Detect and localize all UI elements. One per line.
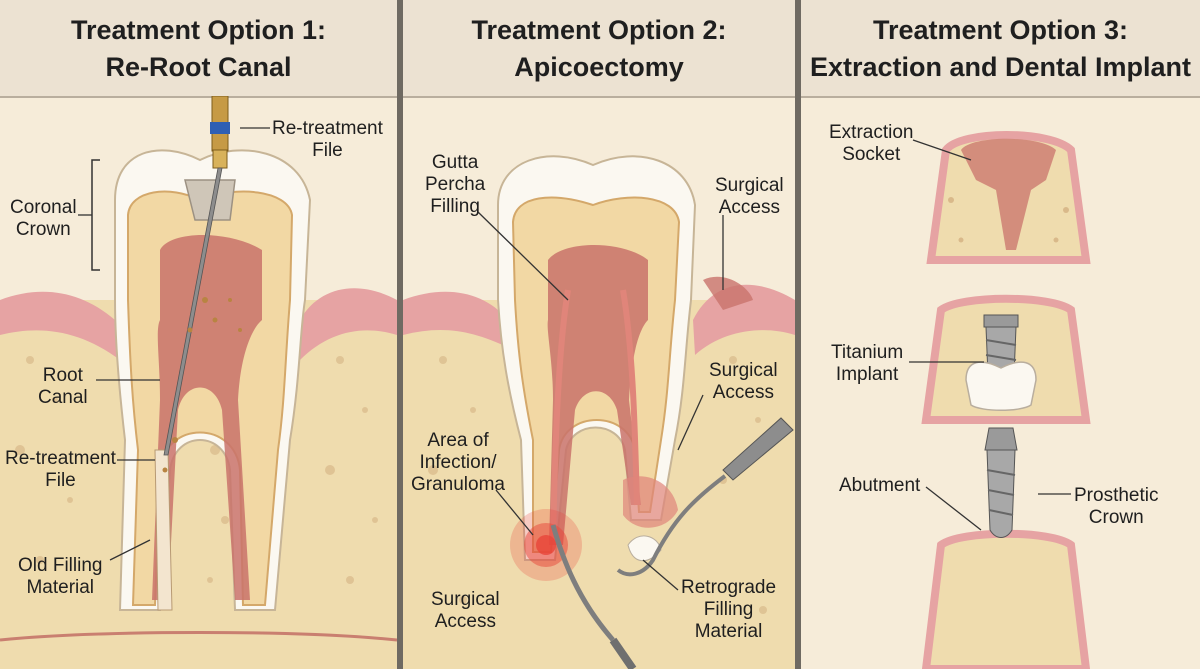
label-line: Canal [38, 387, 88, 408]
panel-title-line2: Apicoectomy [514, 52, 684, 82]
label-area-of-infection: Area of Infection/ Granuloma [411, 430, 505, 496]
label-line: Access [712, 382, 774, 403]
label-line: Extraction [829, 122, 914, 143]
pulp-chamber [547, 245, 648, 545]
label-abutment: Abutment [839, 475, 920, 497]
panel-divider [795, 0, 801, 669]
label-line: Filling [703, 599, 754, 620]
label-surgical-access-bottom: Surgical Access [431, 589, 500, 633]
label-line: Re-treatment [5, 448, 116, 469]
label-line: Access [718, 197, 780, 218]
label-line: Percha [425, 174, 486, 195]
panel-header [403, 0, 795, 98]
extraction-socket-diagram [926, 131, 1091, 264]
re-root-canal-illustration [0, 96, 397, 669]
gum-tissue [403, 291, 513, 350]
label-line: Filling [430, 196, 480, 217]
label-line: Material [26, 577, 95, 598]
label-root-canal: Root Canal [38, 365, 88, 409]
apicoectomy-illustration [403, 155, 795, 669]
implant-abutment [921, 427, 1091, 669]
label-line: Granuloma [411, 474, 505, 495]
coronal-crown-bracket [91, 159, 100, 271]
bone-trabeculae [428, 356, 767, 614]
label-line: File [45, 470, 76, 491]
label-retreatment-file-side: Re-treatment File [5, 448, 116, 492]
leader-lines [477, 211, 724, 591]
canal-debris [162, 297, 242, 473]
panel-apicoectomy: Treatment Option 2: Apicoectomy [403, 0, 795, 669]
resected-root-cavity [623, 476, 678, 528]
panel-title-line2: Extraction and Dental Implant [809, 52, 1192, 82]
label-retrograde-filling-material: Retrograde Filling Material [681, 577, 776, 643]
label-line: Access [434, 611, 496, 632]
label-extraction-socket: Extraction Socket [829, 122, 913, 166]
prosthetic-crown [965, 361, 1037, 411]
label-gutta-percha-filling: Gutta Percha Filling [425, 152, 485, 218]
panel-title-line1: Treatment Option 1: [70, 15, 327, 45]
panel-title-line1: Treatment Option 2: [471, 15, 727, 45]
label-surgical-access-mid: Surgical Access [709, 360, 778, 404]
panel-title-line1: Treatment Option 3: [872, 15, 1129, 45]
label-line: Gutta [431, 152, 479, 173]
label-line: Prosthetic [1074, 485, 1159, 506]
label-line: Crown [1088, 507, 1144, 528]
label-line: Surgical [709, 360, 778, 381]
retrograde-filling [627, 535, 662, 562]
label-old-filling-material: Old Filling Material [18, 555, 102, 599]
label-surgical-access-top: Surgical Access [715, 175, 784, 219]
panel-extraction-implant: Treatment Option 3: Extraction and Denta… [801, 0, 1200, 669]
surgical-flap [703, 276, 753, 310]
leader-lines [909, 139, 1071, 531]
panel-title-line2: Re-Root Canal [105, 52, 292, 82]
extraction-implant-illustration [909, 131, 1091, 669]
label-line: Area of [427, 430, 489, 451]
nerve-line [0, 631, 397, 642]
label-line: Coronal [10, 197, 77, 218]
label-line: File [312, 140, 343, 161]
label-prosthetic-crown: Prosthetic Crown [1074, 485, 1158, 529]
endodontic-file [163, 96, 230, 456]
leader-lines [78, 127, 270, 561]
panel-header [0, 0, 397, 98]
label-line: Surgical [715, 175, 784, 196]
bone-trabeculae [15, 356, 378, 584]
panel-divider [397, 0, 403, 669]
old-filling-material [154, 449, 173, 611]
label-line: Infection/ [419, 452, 497, 473]
label-line: Retrograde [681, 577, 777, 598]
label-line: Surgical [431, 589, 500, 610]
label-line: Implant [835, 364, 899, 385]
gum-tissue-right [300, 288, 397, 360]
gum-tissue [0, 291, 120, 360]
label-coronal-crown: Coronal Crown [10, 197, 77, 241]
label-line: Material [694, 621, 763, 642]
label-line: Abutment [839, 475, 921, 496]
label-line: Titanium [831, 342, 904, 363]
panel-re-root-canal: Treatment Option 1: Re-Root Canal [0, 0, 397, 669]
label-retreatment-file-top: Re-treatment File [272, 118, 383, 162]
label-line: Socket [842, 144, 901, 165]
label-line: Old Filling [18, 555, 103, 576]
label-line: Re-treatment [272, 118, 383, 139]
label-line: Crown [15, 219, 71, 240]
surgical-instrument [550, 417, 794, 669]
pulp-chamber [152, 235, 262, 600]
panel-header [801, 0, 1200, 98]
label-line: Root [42, 365, 83, 386]
label-titanium-implant: Titanium Implant [831, 342, 903, 386]
